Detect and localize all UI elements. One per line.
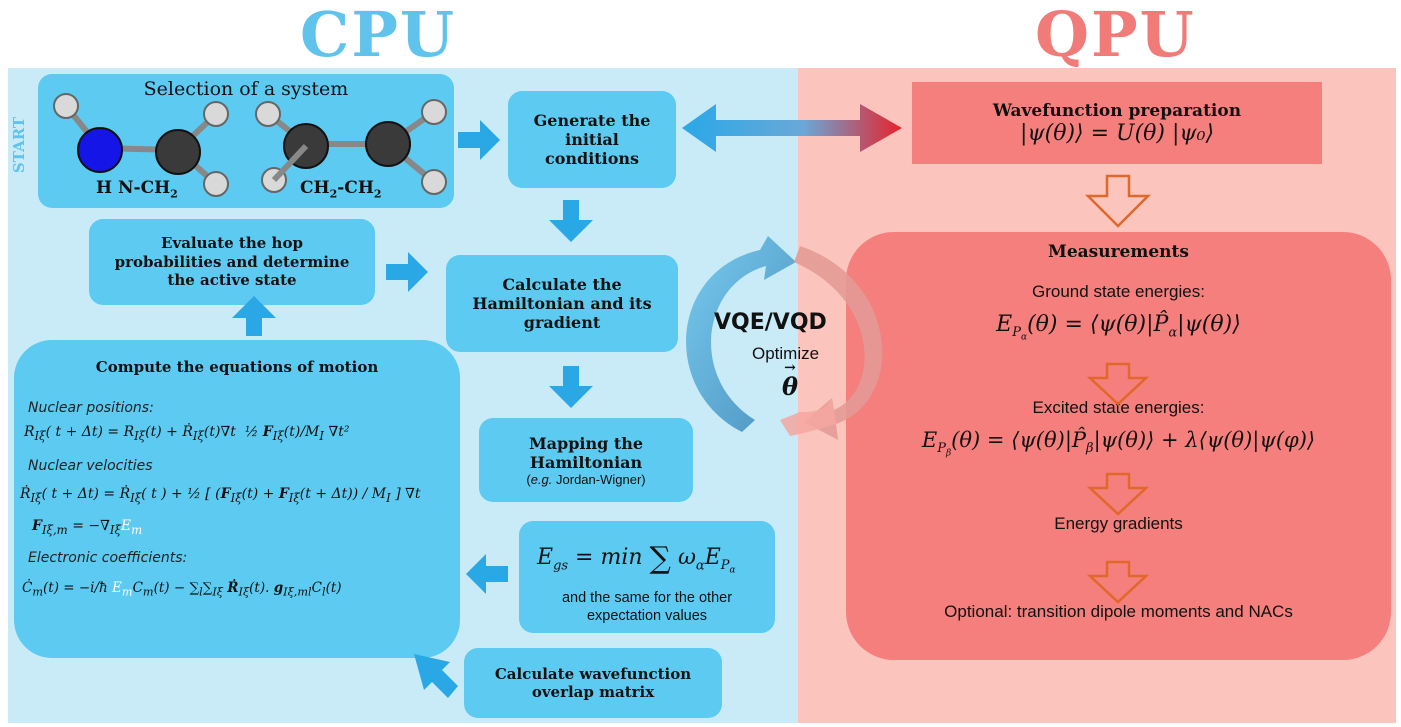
carbon-atom [365, 121, 411, 167]
hydrogen-atom [421, 169, 447, 195]
vqe-vqd-label: VQE/VQD [714, 310, 827, 335]
excited-state-label: Excited state energies: [1032, 398, 1205, 417]
ground-state-label: Ground state energies: [1032, 282, 1205, 301]
hydrogen-atom [421, 99, 447, 125]
egs-note: and the same for the other expectation v… [561, 590, 733, 625]
overlap-matrix-box[interactable]: Calculate wavefunction overlap matrix [464, 648, 722, 718]
nuclear-positions-equation: RIξ( t + Δt) = RIξ(t) + ṘIξ(t)∇t ½ FIξ(t… [24, 424, 350, 443]
molecule-2-label: CH2-CH2 [300, 178, 382, 201]
hydrogen-atom [203, 171, 229, 197]
molecules-illustration [53, 93, 447, 197]
nitrogen-atom [77, 127, 123, 173]
force-equation: FIξ,m = −∇IξEm [32, 518, 143, 537]
hydrogen-atom [255, 101, 281, 127]
eom-title: Compute the equations of motion [95, 358, 379, 376]
electronic-coefficients-label: Electronic coefficients: [28, 550, 188, 566]
system-title: Selection of a system [143, 78, 349, 100]
theta-vector-label: → θ [782, 360, 799, 401]
wavefunction-preparation-box[interactable]: Wavefunction preparation |ψ(θ)⟩ = U(θ) |… [912, 82, 1322, 164]
mapping-hamiltonian-box[interactable]: Mapping the Hamiltonian (e.g. Jordan-Wig… [479, 418, 693, 502]
carbon-atom [155, 129, 201, 175]
measurements-box[interactable]: Measurements Ground state energies: EPα(… [846, 232, 1391, 660]
optional-label: Optional: transition dipole moments and … [944, 602, 1293, 621]
nuclear-velocities-equation: ṘIξ( t + Δt) = ṘIξ( t ) + ½ [ (FIξ(t) + … [20, 486, 421, 505]
measurements-title: Measurements [1048, 242, 1189, 262]
generate-initial-conditions-box[interactable]: Generate the initial conditions [508, 91, 676, 188]
qpu-title: QPU [1035, 0, 1196, 71]
nuclear-positions-label: Nuclear positions: [28, 400, 154, 416]
nuclear-velocities-label: Nuclear velocities [28, 458, 153, 474]
ground-energy-minimization-box[interactable]: Egs = min ∑ ωαEPα and the same for the o… [519, 521, 775, 633]
calculate-hamiltonian-box[interactable]: Calculate the Hamiltonian and its gradie… [446, 255, 678, 352]
start-label: START [10, 116, 28, 174]
egs-equation: Egs = min ∑ ωαEPα [537, 541, 736, 576]
cpu-title: CPU [300, 0, 457, 71]
ground-state-equation: EPα(θ) = ⟨ψ(θ)|P̂α|ψ(θ)⟩ [996, 312, 1241, 343]
molecule-1-label: H N-CH2 [96, 178, 178, 201]
equations-of-motion-box[interactable]: Compute the equations of motion Nuclear … [14, 340, 460, 658]
hydrogen-atom [53, 93, 79, 119]
hop-probabilities-box[interactable]: Evaluate the hop probabilities and deter… [89, 219, 375, 305]
energy-gradients-label: Energy gradients [1054, 514, 1183, 533]
system-selection-box[interactable]: Selection of a system H N-CH2 CH2-CH2 [38, 74, 454, 208]
electronic-coefficients-equation: Ċm(t) = −i/ħ EmCm(t) − ∑l∑Iξ ṘIξ(t). gIξ… [22, 580, 342, 599]
optimize-label: Optimize [752, 344, 820, 363]
hydrogen-atom [203, 101, 229, 127]
excited-state-equation: EPβ(θ) = ⟨ψ(θ)|P̂β|ψ(θ)⟩ + λ⟨ψ(θ)|ψ(φ)⟩ [921, 428, 1316, 459]
